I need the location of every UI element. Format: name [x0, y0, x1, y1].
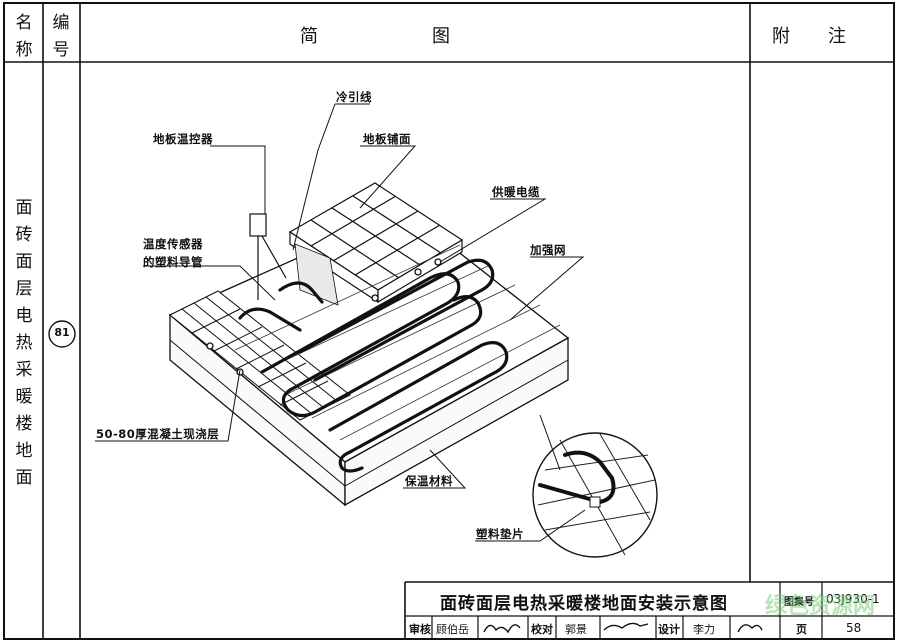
label-insulation: 保温材料 [405, 474, 453, 488]
page-label: 页 [796, 623, 807, 636]
label-mesh: 加强网 [530, 243, 566, 257]
diagram-header-right: 图 [432, 26, 450, 47]
check-label: 校对 [531, 623, 553, 636]
atlas-label: 图集号 [784, 597, 814, 608]
name-column-header: 名称 [15, 13, 33, 60]
label-floor-finish: 地板铺面 [363, 132, 411, 146]
label-spacer: 塑料垫片 [476, 527, 524, 541]
label-heating-cable: 供暖电缆 [492, 185, 540, 199]
review-label: 审核 [409, 623, 431, 636]
item-number-circle [48, 320, 76, 348]
label-concrete: 50-80厚混凝土现浇层 [96, 427, 220, 441]
design-label: 设计 [658, 623, 680, 636]
reviewer-name: 顾伯岳 [436, 623, 469, 636]
item-number: 81 [54, 326, 70, 339]
label-sensor-line2: 的塑料导管 [143, 255, 203, 269]
notes-header-left: 附 [772, 26, 790, 47]
diagram-header-left: 简 [300, 26, 318, 47]
checker-name: 郭景 [565, 623, 587, 636]
number-column-header: 编号 [52, 13, 70, 60]
floor-assembly-drawing [95, 103, 658, 558]
label-sensor-line1: 温度传感器 [143, 237, 203, 251]
label-cold-lead: 冷引线 [336, 90, 372, 104]
drawing-title: 面砖面层电热采暖楼地面安装示意图 [440, 594, 728, 614]
item-name: 面砖面层电热采暖楼地面 [15, 198, 33, 488]
designer-name: 李力 [693, 623, 715, 636]
watermark: 绿色资源网 [765, 594, 876, 619]
label-thermostat: 地板温控器 [153, 132, 213, 146]
page-number: 58 [846, 621, 862, 635]
notes-header-right: 注 [828, 26, 846, 47]
atlas-number: 03J930-1 [826, 592, 880, 606]
